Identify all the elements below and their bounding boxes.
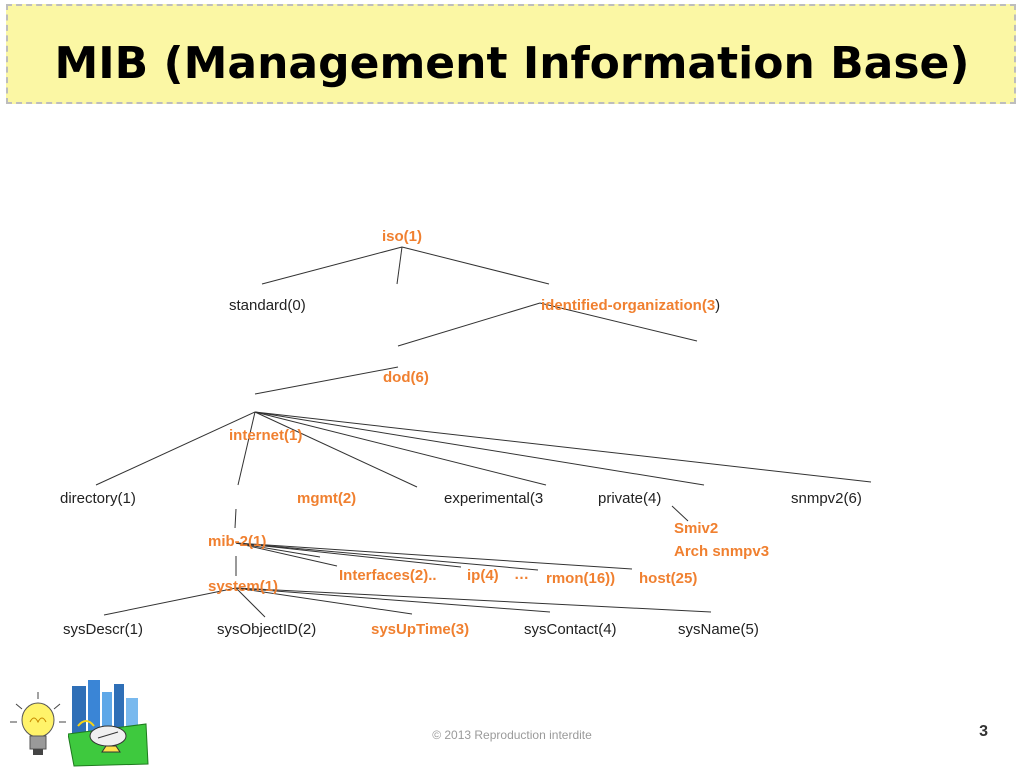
node-sysname: sysName(5) [678, 621, 759, 638]
edge-internet-directory [95, 411, 256, 486]
node-iso: iso(1) [382, 228, 423, 245]
node-identified-organization-label: identified-organization(3 [541, 297, 716, 314]
node-smiv2: Smiv2 [674, 520, 719, 537]
edge-internet-experimental [254, 411, 418, 488]
edge-dod-internet [254, 366, 399, 395]
edge-internet-private [254, 411, 547, 486]
edge-system-syscontact [235, 587, 551, 613]
lightbulb-icon [10, 692, 66, 755]
edge-internet-snmpv2 [254, 411, 705, 486]
node-system: system(1) [208, 578, 279, 595]
node-internet: internet(1) [229, 427, 303, 444]
node-dod: dod(6) [383, 369, 429, 386]
node-identified-organization-paren: ) [715, 297, 721, 314]
node-snmpv2: snmpv2(6) [791, 490, 862, 507]
edge-iso-standard [261, 246, 403, 285]
edge-private-smiv2 [671, 505, 689, 522]
edge-system-sysdescr [103, 587, 237, 616]
node-experimental: experimental(3 [444, 490, 544, 507]
page-number: 3 [979, 723, 988, 740]
title-banner [6, 4, 1016, 104]
node-syscontact: sysContact(4) [524, 621, 617, 638]
node-sysuptime: sysUpTime(3) [371, 621, 470, 638]
node-interfaces: Interfaces(2).. [339, 567, 437, 584]
edge-identified-dod [397, 302, 541, 347]
node-private: private(4) [598, 490, 662, 507]
node-identified-organization: identified-organization(3) [541, 297, 720, 314]
node-mib2: mib-2(1) [208, 533, 267, 550]
node-rmon: rmon(16)) [546, 570, 616, 587]
edge-mib2-interfaces [235, 542, 338, 567]
edge-mib2-a [235, 542, 321, 558]
node-directory: directory(1) [60, 490, 136, 507]
edge-mib2-host [235, 542, 633, 570]
city-network-icon [68, 680, 149, 767]
edge-mib2-ip [235, 542, 462, 568]
node-ip: ip(4) [467, 567, 499, 584]
node-sysdescr: sysDescr(1) [63, 621, 144, 638]
edge-mgmt-mib2 [234, 508, 237, 529]
footer-copyright: © 2013 Reproduction interdite [432, 728, 592, 742]
node-standard: standard(0) [229, 297, 306, 314]
slide-title: MIB (Management Information Base) [54, 38, 970, 89]
node-host: host(25) [639, 570, 698, 587]
edge-identified-stub [539, 302, 698, 342]
node-mgmt: mgmt(2) [297, 490, 357, 507]
edge-iso-stub [396, 246, 403, 285]
edge-mib2-rmon [235, 542, 539, 571]
edge-system-sysuptime [235, 587, 413, 615]
node-arch-snmpv3: Arch snmpv3 [674, 543, 770, 560]
edge-system-sysobjectid [235, 587, 266, 618]
edge-internet-mgmt [237, 411, 256, 486]
edge-internet-far [254, 411, 872, 483]
node-sysobjectid: sysObjectID(2) [217, 621, 317, 638]
edge-system-sysname [235, 587, 712, 613]
edge-iso-identified [401, 246, 550, 285]
node-ellipsis: … [514, 566, 529, 583]
